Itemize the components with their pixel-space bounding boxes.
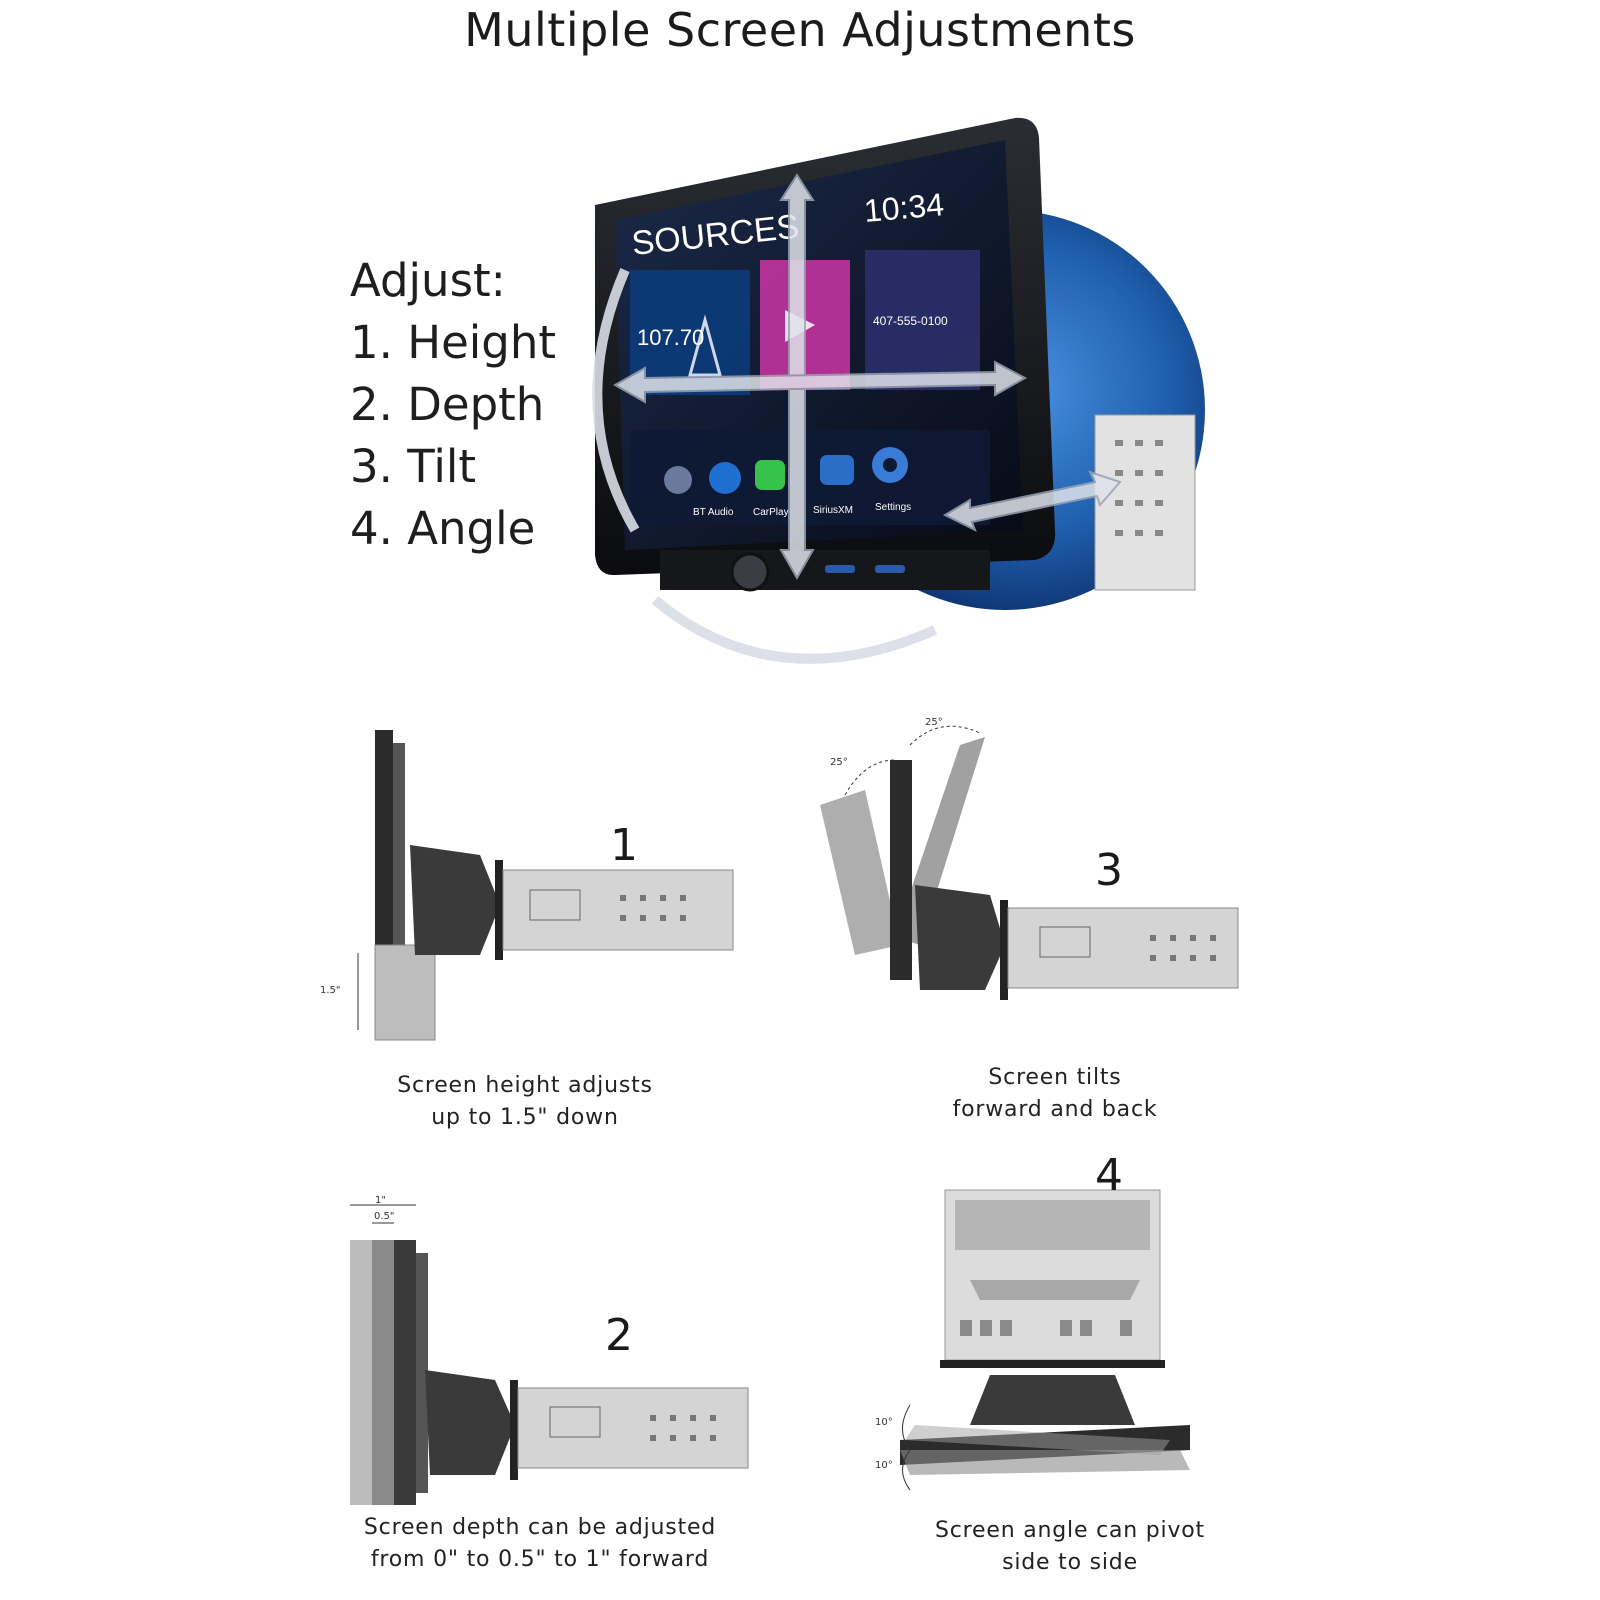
caption-tilt: Screen tilts forward and back: [880, 1062, 1230, 1126]
caption-tilt-line2: forward and back: [952, 1097, 1158, 1122]
panel-depth: 1" 0.5" 2: [320, 1195, 760, 1515]
angle-left-label: 10°: [875, 1417, 893, 1428]
height-diagram: 1.5": [320, 730, 734, 1041]
caption-depth-line1: Screen depth can be adjusted: [363, 1515, 717, 1540]
phone-number: 407-555-0100: [873, 314, 948, 328]
tilt-angle-back-label: 25°: [830, 757, 848, 768]
tilt-angle-forward-label: 25°: [925, 717, 943, 728]
device-bottom-controls: [660, 550, 990, 592]
caption-height: Screen height adjusts up to 1.5" down: [350, 1070, 700, 1134]
panel-angle: 10° 10° 4: [860, 1150, 1220, 1510]
adjust-heading: Adjust:: [350, 254, 506, 307]
adjust-item-tilt: 3. Tilt: [350, 440, 476, 493]
hero-device-image: SOURCES 10:34 107.70 407-555-0100 BT Aud…: [575, 110, 1225, 710]
caption-angle-line1: Screen angle can pivot: [935, 1518, 1205, 1543]
tilt-diagram: 25° 25°: [820, 717, 1239, 1000]
caption-height-line2: up to 1.5" down: [431, 1105, 619, 1130]
panel-tilt: 25° 25° 3: [820, 715, 1270, 1055]
icon-label-siriusxm: SiriusXM: [813, 505, 853, 516]
device-screen-ui: SOURCES 10:34 107.70 407-555-0100 BT Aud…: [630, 186, 990, 525]
height-dimension-label: 1.5": [320, 985, 341, 996]
caption-height-line1: Screen height adjusts: [397, 1073, 653, 1098]
icon-label-bt-audio: BT Audio: [693, 507, 734, 518]
adjust-list: Adjust: 1. Height 2. Depth 3. Tilt 4. An…: [350, 250, 590, 560]
panel-number-4: 4: [1095, 1150, 1123, 1201]
angle-diagram: 10° 10°: [875, 1189, 1190, 1491]
radio-frequency: 107.70: [637, 325, 704, 350]
page-title: Multiple Screen Adjustments: [464, 3, 1136, 57]
depth-diagram: 1" 0.5": [350, 1195, 749, 1505]
icon-label-carplay: CarPlay: [753, 507, 789, 518]
adjustment-arrows-overlay: [612, 173, 1122, 581]
panel-number-2: 2: [605, 1310, 633, 1361]
adjust-item-height: 1. Height: [350, 316, 556, 369]
adjust-item-depth: 2. Depth: [350, 378, 545, 431]
caption-angle: Screen angle can pivot side to side: [900, 1515, 1240, 1579]
adjust-item-angle: 4. Angle: [350, 502, 536, 555]
icon-label-settings: Settings: [875, 502, 911, 513]
depth-dimension-1in: 1": [375, 1195, 386, 1206]
caption-depth-line2: from 0" to 0.5" to 1" forward: [370, 1547, 710, 1572]
panel-number-3: 3: [1095, 845, 1123, 896]
clock-readout: 10:34: [862, 186, 945, 229]
chassis-side: [1094, 414, 1196, 591]
panel-number-1: 1: [610, 820, 638, 871]
angle-right-label: 10°: [875, 1460, 893, 1471]
panel-height: 1.5" 1: [320, 725, 750, 1055]
caption-tilt-line1: Screen tilts: [988, 1065, 1122, 1090]
caption-angle-line2: side to side: [1002, 1550, 1138, 1575]
depth-dimension-half-in: 0.5": [374, 1211, 395, 1222]
rotation-arc-arrow: [592, 268, 938, 664]
caption-depth: Screen depth can be adjusted from 0" to …: [330, 1512, 750, 1576]
